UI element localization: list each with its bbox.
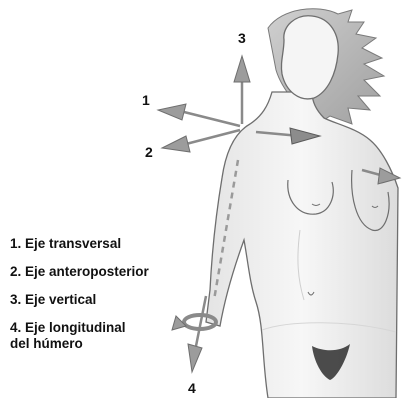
- axis-number-2: 2: [145, 144, 153, 160]
- legend-item-transverse: 1. Eje transversal: [10, 236, 210, 252]
- legend-item-vertical: 3. Eje vertical: [10, 292, 210, 308]
- legend-item-anteroposterior: 2. Eje anteroposterior: [10, 264, 210, 280]
- axis-number-4: 4: [188, 380, 196, 396]
- legend-item-humerus-line2: del húmero: [10, 336, 210, 352]
- axis-number-3: 3: [238, 30, 246, 46]
- axes-legend: 1. Eje transversal 2. Eje anteroposterio…: [10, 236, 210, 352]
- arrow-vertical-axis: [234, 56, 250, 124]
- legend-item-humerus-line1: 4. Eje longitudinal: [10, 320, 210, 336]
- arrow-anteroposterior-axis: [162, 130, 240, 152]
- axis-number-1: 1: [142, 92, 150, 108]
